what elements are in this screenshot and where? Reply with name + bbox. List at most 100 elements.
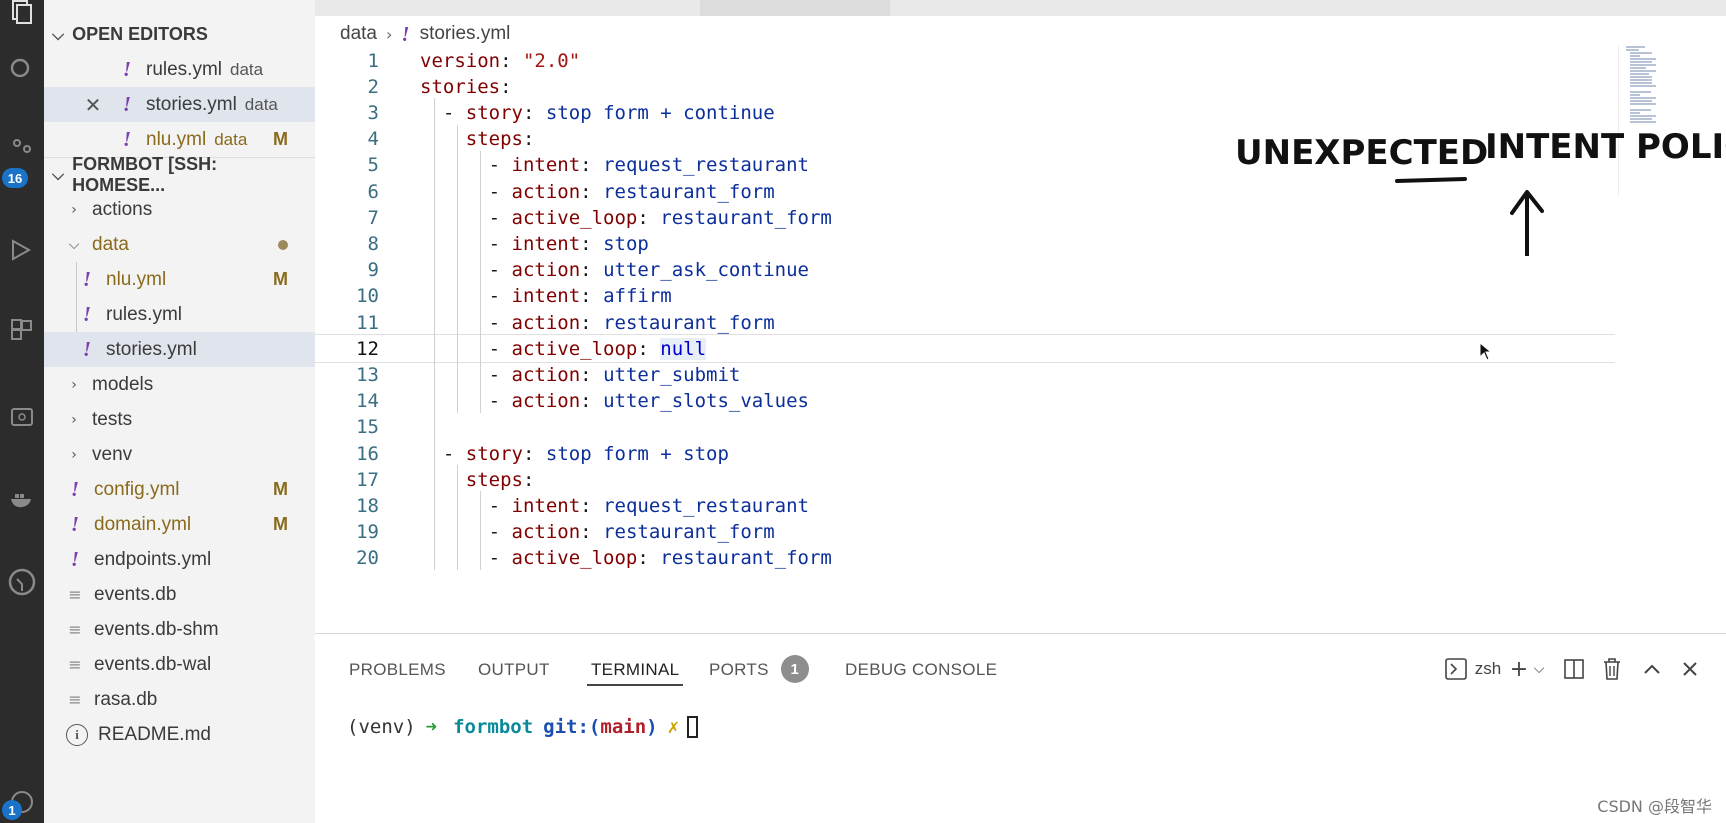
source-control-icon[interactable] (0, 128, 44, 172)
code-line[interactable]: 14 - action: utter_slots_values (315, 387, 1615, 416)
space (649, 547, 660, 569)
line-number: 9 (367, 259, 379, 282)
code-line[interactable]: 16 - story: stop form + stop (315, 439, 1615, 468)
tree-file[interactable]: ! config.yml M (44, 472, 315, 507)
close-panel-icon[interactable] (1675, 654, 1705, 684)
open-editor-item[interactable]: ! nlu.yml data M (44, 122, 315, 157)
minimap-slider[interactable] (1618, 46, 1718, 196)
workspace-header[interactable]: ⌵ FORMBOT [SSH: HOMESE... (44, 154, 315, 195)
explorer-icon[interactable] (0, 0, 44, 34)
terminal-cursor (687, 716, 699, 738)
code-line[interactable]: 8 - intent: stop (315, 229, 1615, 258)
terminal-shell-selector[interactable]: zsh (1431, 654, 1515, 684)
docker-icon[interactable] (0, 476, 44, 520)
breadcrumb-file[interactable]: stories.yml (419, 23, 511, 44)
code-text: steps: (420, 469, 535, 491)
tab-debug-console[interactable]: DEBUG CONSOLE (845, 660, 998, 679)
yaml-key: active_loop (511, 337, 638, 360)
code-line[interactable]: 20 - active_loop: restaurant_form (315, 544, 1615, 573)
tab-ports[interactable]: PORTS 1 (709, 652, 809, 686)
minimap-line (1630, 85, 1656, 87)
tree-file[interactable]: ≡ events.db (44, 577, 315, 612)
indent: - (420, 390, 512, 413)
tree-file[interactable]: ≡ events.db-wal (44, 647, 315, 682)
colon: : (522, 101, 535, 124)
maximize-panel-icon[interactable] (1637, 654, 1667, 684)
code-line[interactable]: 11 - action: restaurant_form (315, 308, 1615, 337)
new-terminal-icon[interactable]: + (1509, 656, 1529, 682)
tab-problems[interactable]: PROBLEMS (349, 660, 446, 679)
code-line[interactable]: 12 - active_loop: null (315, 334, 1615, 364)
open-editor-item[interactable]: ! rules.yml data (44, 52, 315, 87)
run-debug-icon[interactable] (0, 228, 44, 272)
tree-file[interactable]: ! domain.yml M (44, 507, 315, 542)
tree-file[interactable]: ≡ events.db-shm (44, 612, 315, 647)
open-editors-header[interactable]: ⌵ OPEN EDITORS (52, 24, 208, 44)
breadcrumb: data › ! stories.yml (340, 22, 510, 46)
tree-folder[interactable]: › actions (44, 192, 315, 227)
minimap-line (1630, 97, 1656, 99)
code-line[interactable]: 19 - action: restaurant_form (315, 518, 1615, 547)
code-text: - action: utter_submit (420, 363, 741, 386)
line-number: 17 (356, 468, 379, 491)
code-line[interactable]: 5 - intent: request_restaurant (315, 151, 1615, 180)
indent: - (420, 180, 512, 203)
space (649, 338, 660, 360)
handwritten-annotation: UNEXPECTED INTENT POLICY (1235, 127, 1726, 256)
code-text: - intent: request_restaurant (420, 495, 809, 517)
yaml-key: story (465, 442, 523, 465)
tree-file-selected[interactable]: ! stories.yml (44, 332, 315, 367)
yaml-key: action (511, 521, 581, 544)
colon: : (580, 285, 592, 308)
colon: : (580, 363, 592, 386)
tab-terminal[interactable]: TERMINAL (587, 652, 684, 686)
code-line[interactable]: 6 - action: restaurant_form (315, 177, 1615, 206)
ports-count-badge: 1 (780, 655, 809, 683)
code-line[interactable]: 10 - intent: affirm (315, 282, 1615, 311)
code-line[interactable]: 13 - action: utter_submit (315, 360, 1615, 389)
open-editor-item-active[interactable]: ✕ ! stories.yml data (44, 87, 315, 122)
tree-folder[interactable]: › venv (44, 437, 315, 472)
file-lines-icon: ≡ (68, 690, 82, 709)
yaml-file-icon: ! (82, 267, 92, 291)
file-lines-icon: ≡ (68, 620, 82, 639)
indent: - (420, 154, 512, 177)
code-line[interactable]: 4 steps: (315, 125, 1615, 154)
tree-folder[interactable]: › tests (44, 402, 315, 437)
code-text: - active_loop: null (420, 337, 707, 360)
gitlens-icon[interactable] (0, 560, 44, 604)
space (592, 312, 603, 334)
close-icon[interactable]: ✕ (84, 92, 102, 117)
colon: : (637, 547, 649, 570)
tree-folder-expanded[interactable]: ⌵ data (44, 227, 315, 262)
extensions-icon[interactable] (0, 308, 44, 352)
code-line[interactable]: 17 steps: (315, 465, 1615, 494)
code-line[interactable]: 15 (315, 413, 1615, 442)
code-text: - action: restaurant_form (420, 181, 775, 203)
code-line[interactable]: 3 - story: stop form + continue (315, 98, 1615, 127)
tree-folder[interactable]: › models (44, 367, 315, 402)
tab-output[interactable]: OUTPUT (478, 660, 550, 679)
tree-file[interactable]: i README.md (44, 717, 315, 752)
search-icon[interactable] (0, 48, 44, 92)
breadcrumb-folder[interactable]: data (340, 23, 377, 44)
terminal-prompt[interactable]: (venv) ➜ formbot git:(main) ✗ (347, 716, 699, 738)
editor-tab[interactable] (700, 0, 890, 16)
tree-file[interactable]: ! nlu.yml M (44, 262, 315, 297)
minimap[interactable] (1618, 46, 1718, 266)
chevron-down-icon[interactable]: ⌵ (1533, 661, 1545, 677)
indent: - (420, 337, 512, 360)
tree-file[interactable]: ≡ rasa.db (44, 682, 315, 717)
code-line[interactable]: 18 - intent: request_restaurant (315, 491, 1615, 520)
code-line[interactable]: 9 - action: utter_ask_continue (315, 256, 1615, 285)
trash-icon[interactable] (1597, 654, 1627, 684)
tree-file[interactable]: ! rules.yml (44, 297, 315, 332)
split-terminal-icon[interactable] (1559, 654, 1589, 684)
remote-explorer-icon[interactable] (0, 396, 44, 440)
code-line[interactable]: 7 - active_loop: restaurant_form (315, 203, 1615, 232)
indent-guide (76, 262, 77, 367)
tree-file[interactable]: ! endpoints.yml (44, 542, 315, 577)
